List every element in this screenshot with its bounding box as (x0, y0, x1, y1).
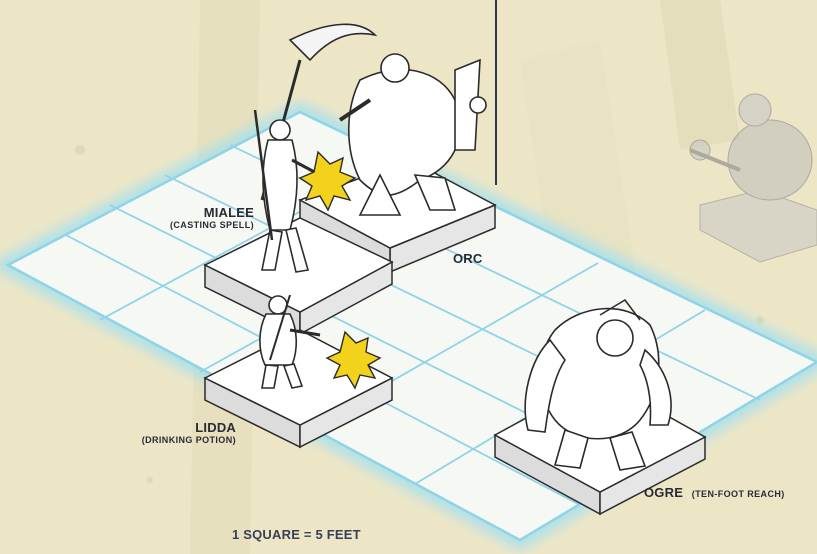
ogre-name: OGRE (644, 485, 683, 500)
lidda-name: LIDDA (98, 420, 236, 435)
orc-label: ORC (453, 251, 483, 266)
mialee-label: MIALEE (CASTING SPELL) (138, 205, 254, 230)
ogre-note: (TEN-FOOT REACH) (692, 489, 785, 499)
lidda-label: LIDDA (DRINKING POTION) (98, 420, 236, 445)
mialee-name: MIALEE (138, 205, 254, 220)
lidda-status: (DRINKING POTION) (98, 435, 236, 445)
scale-label: 1 SQUARE = 5 FEET (232, 527, 361, 542)
mialee-status: (CASTING SPELL) (138, 220, 254, 230)
ogre-label: OGRE (TEN-FOOT REACH) (644, 484, 785, 502)
